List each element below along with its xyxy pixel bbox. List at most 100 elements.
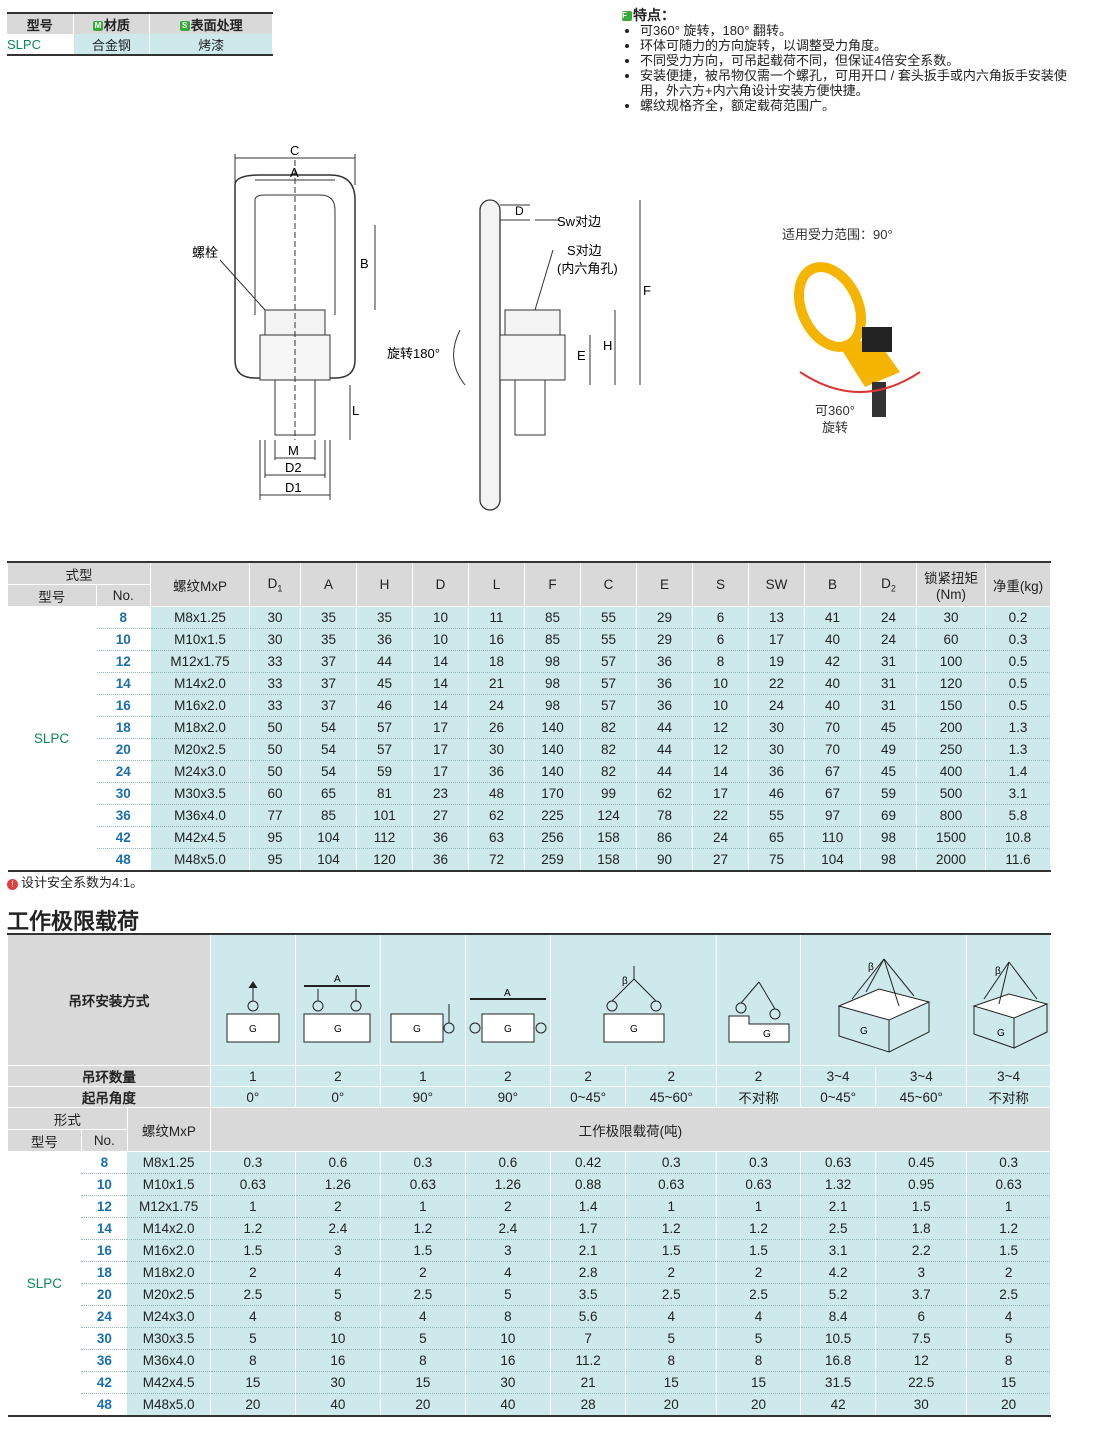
spec-cell: 8 — [692, 650, 749, 673]
spec-cell: 800 — [916, 804, 986, 827]
load-no-cell: 30 — [81, 1327, 128, 1350]
load-cell: 4 — [625, 1305, 718, 1328]
load-cell: 11.2 — [550, 1349, 627, 1372]
load-cell: 2 — [210, 1261, 296, 1284]
spec-table: 式型 螺纹MxP D1 A H D L F C E S SW B D2 锁紧扭矩… — [7, 561, 1051, 872]
dim-M: M — [288, 443, 299, 458]
spec-cell: 44 — [636, 716, 693, 739]
load-cell: 8 — [295, 1305, 381, 1328]
load-cell: 2 — [465, 1195, 551, 1218]
col-weight: 净重(kg) — [985, 561, 1051, 607]
load-cell: 0.42 — [550, 1151, 627, 1174]
spec-cell: M24x3.0 — [150, 760, 250, 783]
spec-cell: 18 — [468, 650, 525, 673]
load-cell: 1.5 — [210, 1239, 296, 1262]
angle-cell: 90° — [380, 1086, 466, 1108]
spec-cell: 23 — [412, 782, 469, 805]
spec-no-cell: 48 — [96, 848, 152, 872]
angle-cell: 不对称 — [966, 1086, 1051, 1108]
angle-label: 起吊角度 — [7, 1086, 211, 1108]
feature-item: 可360° 旋转，180° 翻转。 — [640, 23, 1082, 38]
spec-cell: 98 — [524, 672, 581, 695]
svg-text:G: G — [997, 1028, 1005, 1039]
spec-cell: 67 — [804, 782, 861, 805]
spec-cell: 35 — [356, 606, 413, 629]
svg-text:β: β — [868, 962, 874, 973]
load-cell: 1 — [210, 1195, 296, 1218]
qty-cell: 2 — [716, 1065, 801, 1087]
load-cell: 2.1 — [550, 1239, 627, 1262]
spec-cell: 57 — [580, 694, 637, 717]
feature-item: 不同受力方向，可吊起载荷不同，但保证4倍安全系数。 — [640, 53, 1082, 68]
spec-cell: 46 — [356, 694, 413, 717]
load-cell: 4 — [966, 1305, 1051, 1328]
spec-cell: 30 — [468, 738, 525, 761]
spec-cell: 120 — [916, 672, 986, 695]
spec-cell: 170 — [524, 782, 581, 805]
spec-cell: 140 — [524, 716, 581, 739]
load-cell: 12 — [875, 1349, 968, 1372]
load-cell: 8 — [625, 1349, 718, 1372]
spec-cell: 49 — [860, 738, 917, 761]
svg-text:A: A — [504, 988, 511, 999]
spec-cell: 14 — [412, 694, 469, 717]
col-H: H — [356, 561, 413, 607]
spec-cell: 17 — [412, 716, 469, 739]
spec-cell: 0.3 — [985, 628, 1051, 651]
load-cell: 1.5 — [625, 1239, 718, 1262]
col-F: F — [524, 561, 581, 607]
dim-D: D — [515, 204, 524, 218]
dim-F: F — [643, 283, 651, 298]
spec-cell: 22 — [692, 804, 749, 827]
m-tag-icon: M — [92, 21, 103, 32]
spec-cell: 69 — [860, 804, 917, 827]
spec-cell: 36 — [412, 848, 469, 872]
spec-cell: 98 — [524, 650, 581, 673]
spec-cell: 37 — [300, 694, 357, 717]
dim-D1: D1 — [285, 480, 302, 495]
spec-cell: 100 — [916, 650, 986, 673]
spec-cell: 3.1 — [985, 782, 1051, 805]
spec-cell: 140 — [524, 760, 581, 783]
load-cell: 20 — [716, 1393, 801, 1417]
label-bolt: 螺栓 — [192, 245, 218, 260]
spec-cell: 21 — [468, 672, 525, 695]
spec-cell: 75 — [748, 848, 805, 872]
load-cell: 3.5 — [550, 1283, 627, 1306]
spec-cell: 22 — [748, 672, 805, 695]
load-cell: 40 — [295, 1393, 381, 1417]
col-D: D — [412, 561, 469, 607]
spec-cell: 41 — [804, 606, 861, 629]
load-cell: M12x1.75 — [127, 1195, 211, 1218]
load-cell: 3 — [295, 1239, 381, 1262]
spec-cell: 35 — [300, 628, 357, 651]
spec-cell: 17 — [412, 738, 469, 761]
spec-cell: 36 — [412, 826, 469, 849]
load-cell: 5 — [465, 1283, 551, 1306]
spec-cell: M16x2.0 — [150, 694, 250, 717]
spec-cell: 30 — [249, 628, 301, 651]
spec-cell: 33 — [249, 694, 301, 717]
svg-text:G: G — [334, 1024, 342, 1035]
spec-cell: 27 — [412, 804, 469, 827]
spec-cell: 40 — [804, 672, 861, 695]
spec-cell: 14 — [412, 672, 469, 695]
spec-model-cell: SLPC — [7, 606, 97, 872]
load-cell: 1 — [966, 1195, 1051, 1218]
spec-cell: 30 — [249, 606, 301, 629]
spec-cell: 17 — [748, 628, 805, 651]
angle-cell: 0° — [210, 1086, 296, 1108]
load-cell: 10 — [465, 1327, 551, 1350]
spec-no-cell: 14 — [96, 672, 152, 695]
